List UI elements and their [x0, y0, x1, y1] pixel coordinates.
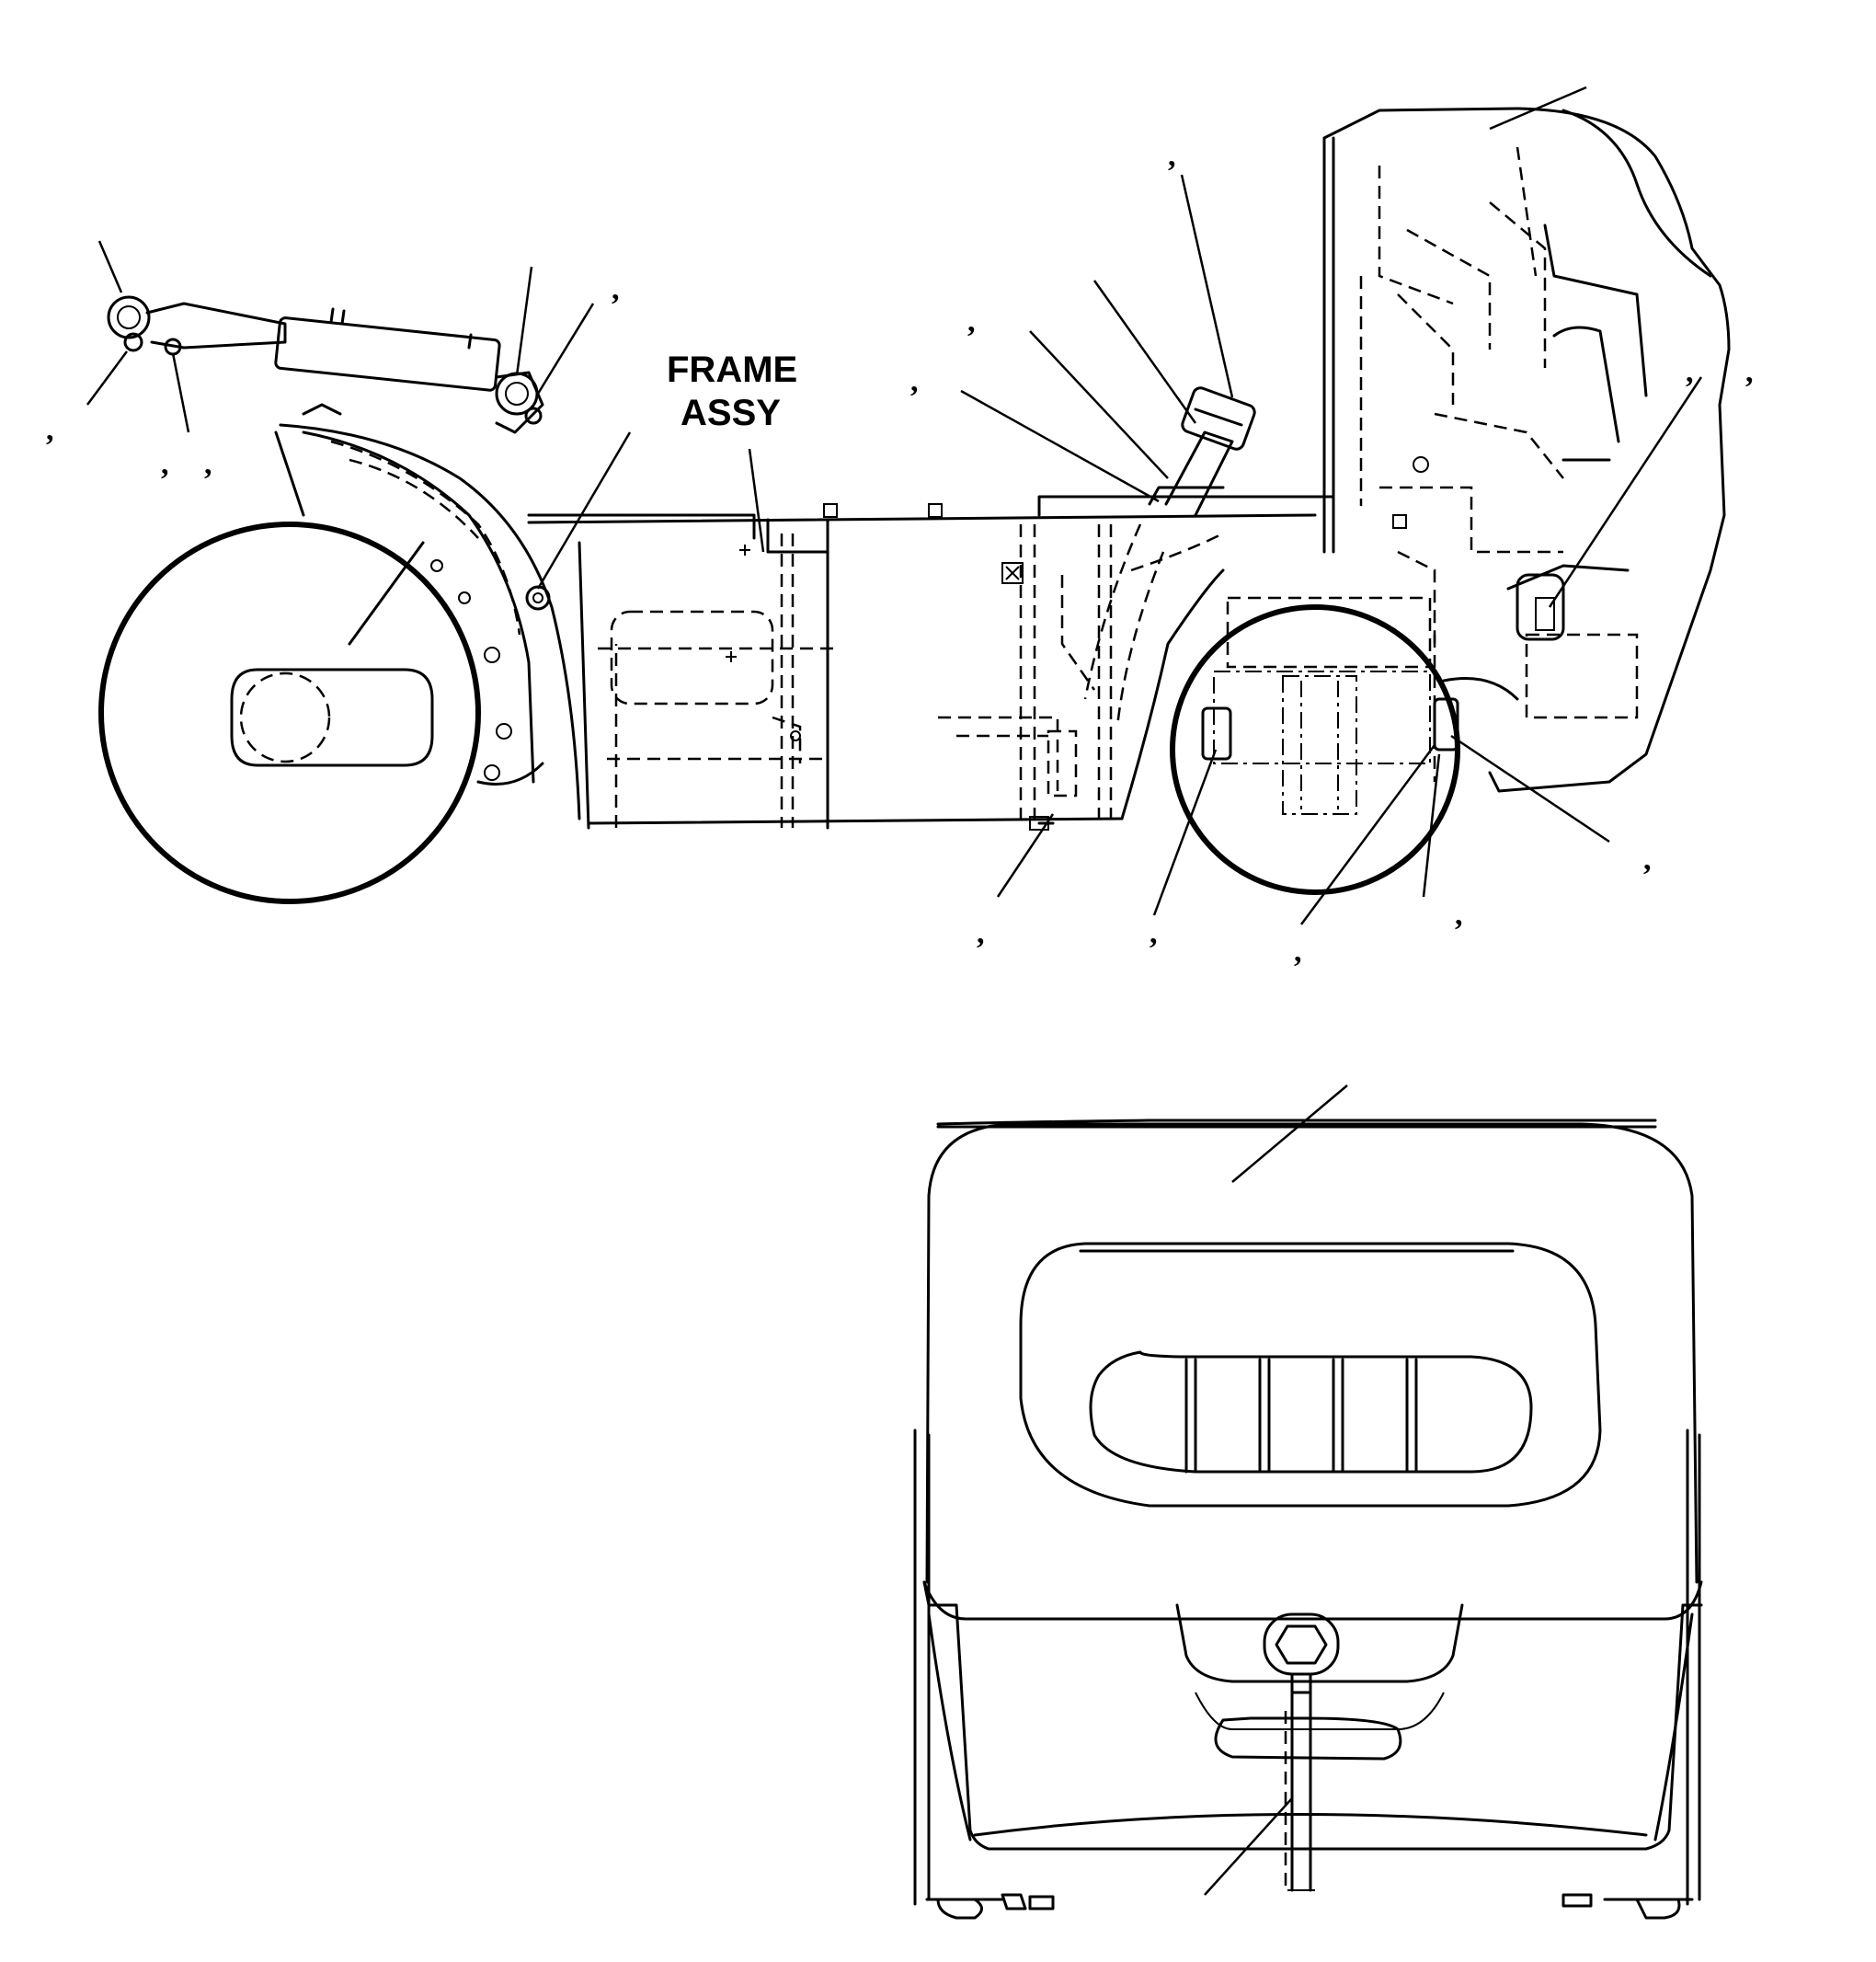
filler-neck — [1148, 386, 1256, 517]
callout-marker: , — [612, 272, 620, 306]
frame-label-line1: FRAME — [667, 350, 797, 390]
rear-drum — [1170, 596, 1519, 895]
callout-marker: , — [1745, 355, 1754, 389]
side-view: FRAME ASSY , , , — [46, 86, 1754, 969]
steering-cylinder — [107, 295, 544, 434]
rear-view — [913, 1084, 1703, 1920]
frame-body — [527, 495, 1335, 831]
callout-marker: , — [1686, 355, 1694, 389]
callout-marker: , — [1294, 935, 1302, 969]
front-drum — [98, 522, 481, 904]
callout-marker: , — [161, 447, 169, 481]
callout-marker: , — [46, 413, 54, 447]
frame-assy-label: FRAME ASSY — [667, 350, 797, 553]
callout-marker: , — [1168, 139, 1176, 173]
callout-marker: , — [910, 364, 919, 398]
leader-lines — [86, 86, 1703, 925]
callout-marker: , — [977, 916, 985, 950]
cab-housing — [1322, 107, 1731, 793]
callout-markers: , , , , , , , , , , , , , , — [46, 139, 1754, 969]
callout-marker: , — [967, 304, 976, 338]
callout-marker: , — [204, 447, 212, 481]
callout-marker: , — [1150, 916, 1158, 950]
callout-marker: , — [1643, 843, 1652, 877]
callout-marker: , — [1455, 898, 1463, 932]
frame-label-line2: ASSY — [681, 393, 781, 433]
